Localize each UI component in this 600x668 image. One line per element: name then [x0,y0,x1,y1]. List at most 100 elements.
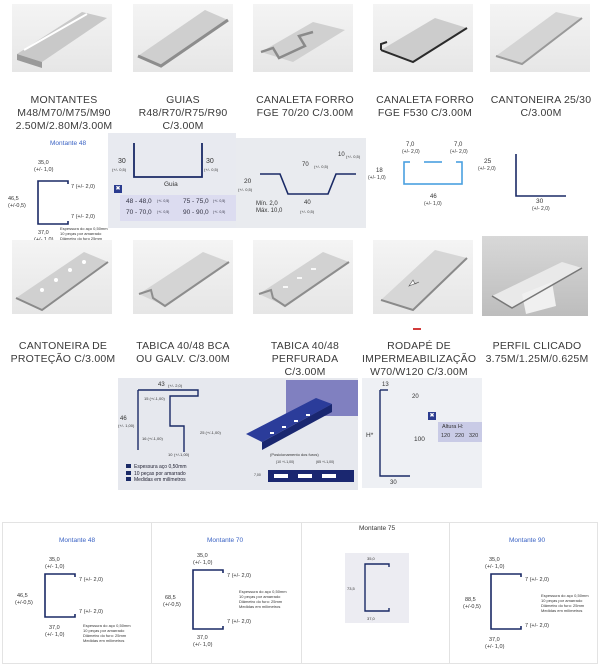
fge70-max: Máx. 10,0 [256,208,283,214]
fge70-bottom-tol: (+/- 0,5) [300,209,315,214]
title-perfil-clicado[interactable]: PERFIL CLICADO 3.75M/1.25M/0.625M [485,340,589,365]
cell2-height: 73,5 [347,586,355,591]
title-canaleta-fge70[interactable]: CANALETA FORRO FGE 70/20 C/3.00M [256,94,354,119]
title-guias[interactable]: GUIAS R48/R70/R75/R90 C/3.00M [138,94,228,132]
photo-cantoneira-2530[interactable] [490,4,590,72]
rodape-alt-box: Altura H: 120 220 320 [438,422,482,442]
montante48-top-tol: (+/- 1,0) [34,167,54,173]
guia-right: 30 [206,158,214,165]
montante48-profile [37,180,69,225]
rodape-hlabel: H* [366,432,374,439]
drawing-cant2530: 25 (+/- 2,0) 30 (+/- 2,0) [478,150,588,220]
cell3-top: 35,0 [489,557,500,563]
cell-montante70: Montante 70 35,0 (+/- 1,0) 68,5 (+/-0,5)… [151,523,301,663]
cell0-height: 46,5 [17,593,28,599]
guia-row0-a: 48 - 48,0 [126,198,152,205]
rodape-alt-title: Altura H: [442,424,464,430]
fge70-height-tol: (+/- 0,5) [238,187,253,192]
cell3-bottom-tol: (+/- 1,0) [485,644,505,650]
title-tabica-perf[interactable]: TABICA 40/48 PERFURADA C/3.00M [270,340,340,378]
cell1-top-tol: (+/- 1,0) [193,560,213,566]
montante48-top: 35,0 [38,160,49,166]
guia-right-tol: (+/- 0,5) [204,167,219,172]
fge70-flange: 10 [338,152,345,158]
montante48-lip-top: 7 (+/- 2,0) [71,184,95,190]
guia-row1-d: (+/- 0,5) [213,210,226,214]
drawing-montante48: Montante 48 35,0 (+/- 1,0) 46,5 (+/-0,5)… [8,140,108,258]
tabica-legend-3: Medidas em milímetros [126,477,187,484]
rodape-profile [379,389,410,477]
tabica-holes-label: (Posicionamento dos furos) [270,452,319,457]
cell2-frame: 35,0 73,5 37,0 [345,553,409,623]
rodape-panel: 13 20 H* 100 30 ✖ Altura H: 120 220 320 [362,378,482,488]
montante48-lip-bottom: 7 (+/- 2,0) [71,214,95,220]
cell0-bottom-tol: (+/- 1,0) [45,632,65,638]
tabica-b10: 10 [168,452,173,457]
f530-lip-r: 7,0 [454,142,463,148]
fge70-height: 20 [244,178,252,185]
cell2-profile [364,563,390,612]
f530-lip-l-tol: (+/- 2,0) [402,149,420,155]
rodape-red-marker [413,328,421,330]
cell0-top: 35,0 [49,557,60,563]
cant-side-tol: (+/- 2,0) [478,166,496,172]
photo-tabica-perf[interactable] [253,240,353,314]
title-montantes[interactable]: MONTANTES M48/M70/M75/M90 2.50M/2.80M/3.… [15,94,113,132]
fge70-flange-tol: (+/- 0,5) [346,154,361,159]
cell3-height: 88,5 [465,597,476,603]
cell2-top: 35,0 [367,556,375,561]
photo-canaleta-f530[interactable] [373,4,473,72]
tabica-b10-tol: (+/-1,00) [174,452,190,457]
guia-left: 30 [118,158,126,165]
tabica-hole1: (10 +/-1,00) [276,460,295,464]
guia-row0-b: (+/- 0,5) [157,199,170,203]
note-hole: Diâmetro do furo 25mm [60,236,103,241]
title-tabica-bca[interactable]: TABICA 40/48 BCA OU GALV. C/3.00M [136,340,230,365]
guia-row1-b: (+/- 0,5) [157,210,170,214]
cell0-title: Montante 48 [59,537,96,544]
note-thickness: Espessura do aço 0,50mm [60,226,108,231]
guia-row0-d: (+/- 0,5) [213,199,226,203]
title-canaleta-f530[interactable]: CANALETA FORRO FGE F530 C/3.00M [376,94,474,119]
cell3-title: Montante 90 [509,537,546,544]
guia-row1-c: 90 - 90,0 [183,209,209,216]
cell2-bottom: 37,0 [367,616,375,621]
tabica-v15: 15 (+/-1,00) [144,396,165,401]
cant-side: 25 [484,158,492,165]
cell1-top: 35,0 [197,553,208,559]
title-rodape[interactable]: RODAPÉ DE IMPERMEABILIZAÇÃO W70/W120 C/3… [362,340,477,378]
title-cantoneira-2530[interactable]: CANTONEIRA 25/30 C/3.00M [490,94,592,119]
cell-montante90: Montante 90 35,0 (+/- 1,0) 88,5 (+/-0,5)… [449,523,599,663]
cell2-title: Montante 75 [359,525,396,532]
fge70-min: Mín. 2,0 [256,201,278,207]
photo-montantes[interactable] [12,4,112,72]
cant-base-tol: (+/- 2,0) [532,206,550,212]
cell1-bottom-tol: (+/- 1,0) [193,642,213,648]
photo-tabica-bca[interactable] [133,240,233,314]
tabica-top-tol: (+/- 2,0) [168,383,183,388]
photo-rodape[interactable] [373,240,473,314]
montante48-title: Montante 48 [50,140,87,147]
cell3-profile [490,573,522,630]
fge70-panel: 20 (+/- 0,5) 70 (+/- 0,5) 10 (+/- 0,5) M… [236,138,366,228]
cell0-lip-bottom: 7 (+/- 2,0) [79,609,103,615]
photo-canaleta-fge70[interactable] [253,4,353,72]
cell1-lip-top: 7 (+/- 2,0) [227,573,251,579]
cell1-height: 68,5 [165,595,176,601]
tabica-h: 46 [120,416,127,422]
cell0-lip-top: 7 (+/- 2,0) [79,577,103,583]
rodape-alt-1: 220 [455,433,465,439]
title-cantoneira-protecao[interactable]: CANTONEIRA DE PROTEÇÃO C/3.00M [10,340,116,365]
f530-width: 46 [430,194,437,200]
photo-perfil-clicado[interactable] [482,236,588,316]
photo-guias[interactable] [133,4,233,72]
cell0-profile [44,573,76,618]
montante48-height-tol: (+/-0,5) [8,203,26,209]
cell-montante48: Montante 48 35,0 (+/- 1,0) 46,5 (+/-0,5)… [3,523,151,663]
fge70-profile [260,173,356,195]
cell0-top-tol: (+/- 1,0) [45,564,65,570]
photo-cantoneira-protecao[interactable] [12,240,112,314]
rodape-alt-0: 120 [441,433,451,439]
cell3-height-tol: (+/-0,5) [463,604,481,610]
